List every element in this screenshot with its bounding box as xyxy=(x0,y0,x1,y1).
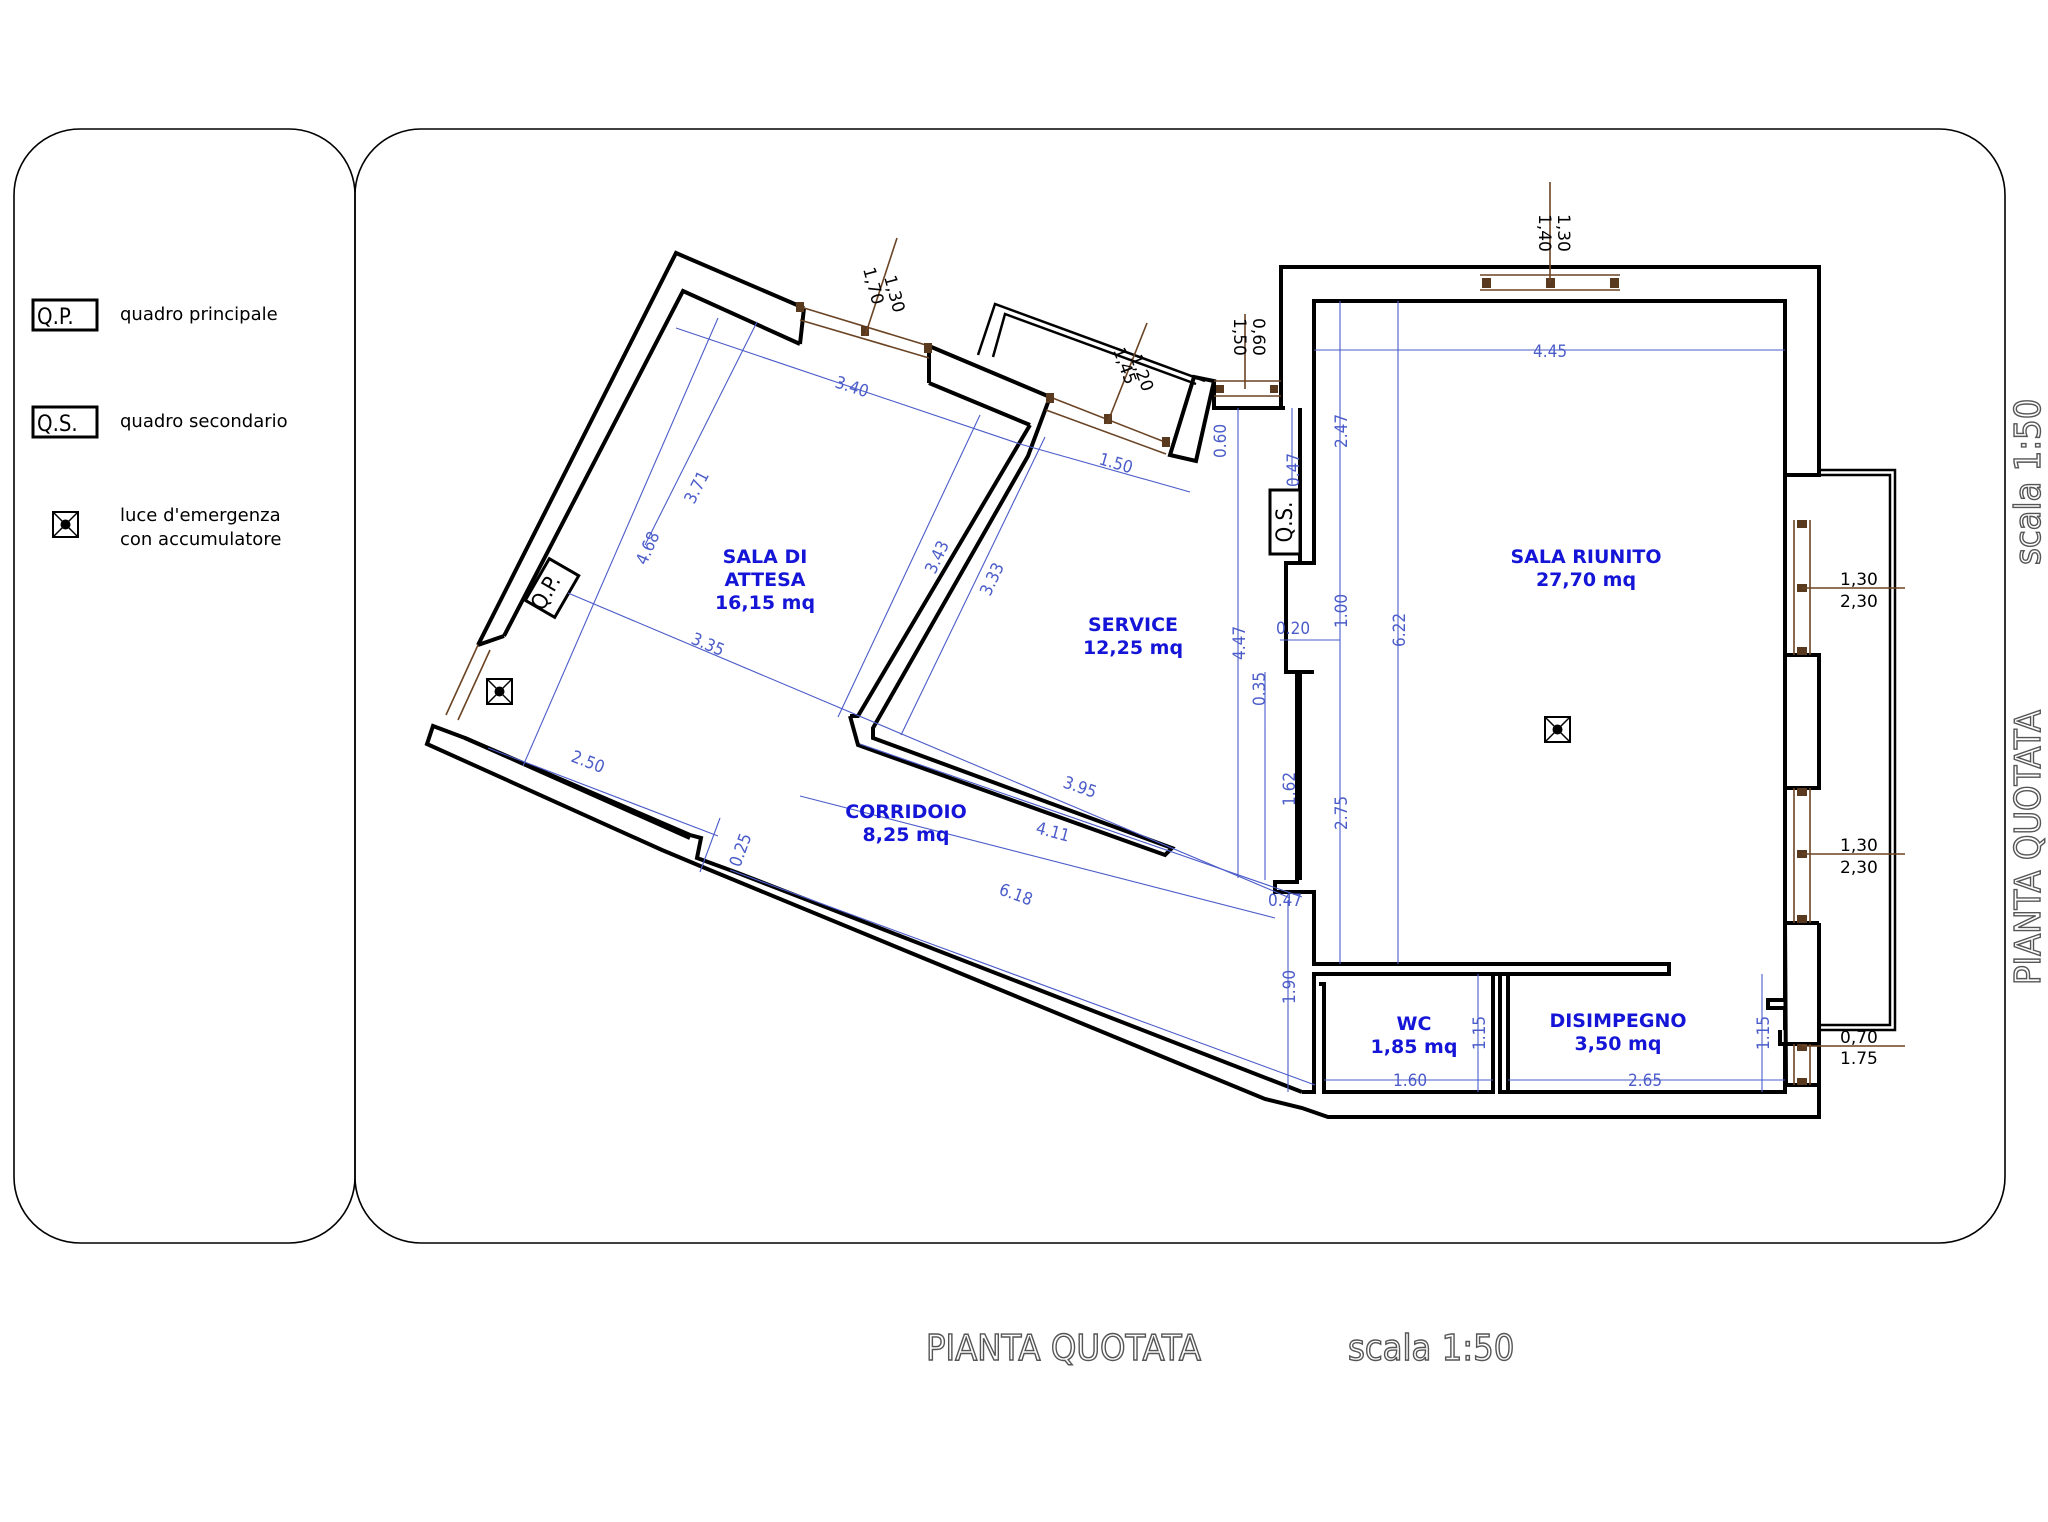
dim-0-47-top: 0.47 xyxy=(1284,453,1304,487)
room-disimpegno-area: 3,50 mq xyxy=(1575,1033,1662,1055)
dim-6-18: 6.18 xyxy=(996,880,1035,910)
dim-1-60: 1.60 xyxy=(1393,1071,1427,1091)
window-label-w6-top: 1,30 xyxy=(1840,836,1878,856)
legend-emergency-line1: luce d'emergenza xyxy=(120,505,281,526)
room-corridoio-area: 8,25 mq xyxy=(863,824,950,846)
wall-service-bottom xyxy=(1284,561,1300,674)
dim-3-40: 3.40 xyxy=(832,373,871,403)
dim-3-33: 3.33 xyxy=(976,560,1009,599)
panel-qp: Q.P. xyxy=(523,556,581,620)
legend-frame xyxy=(13,128,356,1244)
legend-qp-label: quadro principale xyxy=(120,304,278,325)
wall-right-east xyxy=(1783,475,1821,1087)
window-label-w4-bottom: 1,40 xyxy=(1534,214,1554,252)
panel-qs: Q.S. xyxy=(1268,488,1302,556)
side-scale: scala 1:50 xyxy=(2008,399,2048,565)
wall-east-door xyxy=(1766,923,1787,1030)
service-pillar xyxy=(1167,374,1217,464)
wall-left-outer xyxy=(476,250,805,646)
window-label-w4-top: 1,30 xyxy=(1553,214,1573,252)
dim-2-65: 2.65 xyxy=(1628,1071,1662,1091)
bottom-scale: scala 1:50 xyxy=(1348,1328,1514,1369)
legend: Q.P. quadro principale Q.S. quadro secon… xyxy=(31,298,288,550)
dim-1-15-disimpegno: 1.15 xyxy=(1754,1016,1774,1050)
bottom-title: PIANTA QUOTATA xyxy=(926,1328,1201,1369)
room-sala-attesa-line2: ATTESA xyxy=(725,569,806,591)
room-corridoio-name: CORRIDOIO xyxy=(845,801,967,823)
window-labels: 1,30 1,70 1,20 1,45 0,60 1,50 1,30 1,40 … xyxy=(858,214,1878,1069)
room-sala-attesa-line1: SALA DI xyxy=(723,546,808,568)
legend-qp-code: Q.P. xyxy=(37,305,74,330)
wall-top-attesa-inner xyxy=(928,381,1031,427)
window-label-w3-top: 0,60 xyxy=(1248,318,1268,356)
legend-qs-code: Q.S. xyxy=(37,412,78,437)
room-disimpegno-name: DISIMPEGNO xyxy=(1549,1010,1686,1032)
dim-1-62: 1.62 xyxy=(1280,772,1300,806)
window-label-w7-top: 0,70 xyxy=(1840,1028,1878,1048)
dim-1-15-wc: 1.15 xyxy=(1470,1016,1490,1050)
window-leaders xyxy=(864,182,1905,1047)
room-labels: SALA DI ATTESA 16,15 mq SERVICE 12,25 mq… xyxy=(715,546,1687,1058)
window-label-w1-bottom: 1,70 xyxy=(858,265,887,307)
dim-0-35: 0.35 xyxy=(1250,672,1270,706)
legend-emergency-light-icon xyxy=(52,511,79,538)
dim-0-25: 0.25 xyxy=(726,831,756,870)
side-title: PIANTA QUOTATA xyxy=(2008,710,2048,985)
room-wc-name: WC xyxy=(1397,1013,1432,1035)
dim-4-47: 4.47 xyxy=(1230,626,1250,660)
dim-0-20: 0.20 xyxy=(1276,619,1310,639)
emergency-light-icon xyxy=(1544,716,1571,743)
legend-qs-label: quadro secondario xyxy=(120,411,288,432)
dim-2-75: 2.75 xyxy=(1332,796,1352,830)
room-service-name: SERVICE xyxy=(1088,614,1178,636)
door-entrance xyxy=(445,644,491,721)
room-sala-riunito-area: 27,70 mq xyxy=(1536,569,1636,591)
dim-3-95: 3.95 xyxy=(1060,773,1099,803)
plan-frame xyxy=(354,128,2006,1244)
dim-3-43: 3.43 xyxy=(921,538,954,577)
window-service xyxy=(1045,393,1171,455)
wall-service-top xyxy=(1212,381,1285,410)
dim-0-47-bottom: 0.47 xyxy=(1268,891,1302,911)
wall-right-south xyxy=(424,723,1821,1119)
window-label-w5-bottom: 2,30 xyxy=(1840,592,1878,612)
windows xyxy=(445,274,1897,1085)
room-sala-attesa-area: 16,15 mq xyxy=(715,592,815,614)
window-label-w7-bottom: 1.75 xyxy=(1840,1049,1878,1069)
window-riunito-east-2 xyxy=(1793,788,1811,923)
window-service-small xyxy=(1214,380,1281,397)
dimension-lines xyxy=(487,301,1785,1092)
dim-4-68: 4.68 xyxy=(632,529,664,568)
dim-3-71: 3.71 xyxy=(681,468,714,507)
room-service-area: 12,25 mq xyxy=(1083,637,1183,659)
room-sala-riunito-name: SALA RIUNITO xyxy=(1510,546,1661,568)
wall-top-attesa xyxy=(848,344,1176,858)
dim-0-60: 0.60 xyxy=(1211,424,1231,458)
dim-4-45: 4.45 xyxy=(1533,342,1567,362)
dim-1-50: 1.50 xyxy=(1097,450,1135,479)
wall-right-pier xyxy=(1783,653,1821,790)
window-label-w6-bottom: 2,30 xyxy=(1840,858,1878,878)
dim-4-11: 4.11 xyxy=(1034,819,1072,847)
balcony-east xyxy=(1819,468,1897,1032)
dim-2-50: 2.50 xyxy=(568,747,607,778)
room-wc-area: 1,85 mq xyxy=(1371,1036,1458,1058)
wall-right-outer xyxy=(1279,265,1821,565)
window-label-w3-bottom: 1,50 xyxy=(1229,318,1249,356)
emergency-light-icon xyxy=(486,678,513,705)
legend-qs-symbol xyxy=(31,405,99,439)
window-label-w5-top: 1,30 xyxy=(1840,570,1878,590)
dim-2-47: 2.47 xyxy=(1332,414,1352,448)
dim-3-35: 3.35 xyxy=(688,629,727,661)
dim-6-22: 6.22 xyxy=(1390,613,1410,647)
legend-emergency-line2: con accumulatore xyxy=(120,529,281,550)
window-disimpegno xyxy=(1793,1044,1811,1085)
dim-1-90: 1.90 xyxy=(1280,970,1300,1004)
panel-qs-label: Q.S. xyxy=(1273,502,1298,543)
wall-left-inner xyxy=(502,288,801,637)
window-attesa xyxy=(796,302,932,359)
dim-1-00: 1.00 xyxy=(1332,594,1352,628)
legend-qp-symbol xyxy=(31,298,99,332)
